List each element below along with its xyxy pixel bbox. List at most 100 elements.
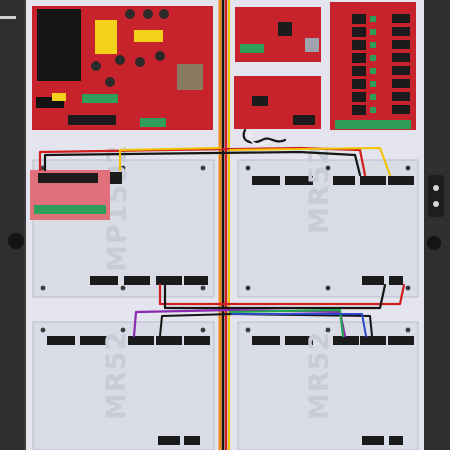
terminal-block — [158, 436, 180, 445]
controller-small-chip — [278, 22, 292, 36]
wire-mid-blue — [231, 313, 367, 337]
relay — [352, 14, 366, 24]
relay — [352, 27, 366, 37]
capacitor — [155, 51, 165, 61]
mounting-hole-right — [427, 236, 441, 250]
interface-board — [234, 76, 321, 129]
wire-upper-black — [43, 150, 362, 177]
terminal-block — [362, 276, 384, 285]
relay-led — [370, 81, 376, 87]
tamper-switch — [428, 175, 444, 217]
capacitor — [105, 77, 115, 87]
capacitor — [115, 55, 125, 65]
power-distribution-board — [30, 170, 122, 220]
relay-terminal — [392, 27, 410, 36]
distribution-terminal-black — [38, 173, 98, 183]
interface-header — [252, 96, 268, 106]
wire-mid-green — [228, 308, 345, 338]
status-display — [36, 97, 64, 108]
terminal-block — [333, 336, 359, 345]
screw — [200, 165, 206, 171]
wire-upper-yellow — [119, 147, 221, 171]
relay-led — [370, 55, 376, 61]
screw — [40, 285, 46, 291]
psu-capacitors — [91, 9, 169, 87]
psu-terminal-left — [68, 115, 116, 125]
relay-led — [370, 107, 376, 113]
terminal-block — [252, 176, 280, 185]
terminal-block — [156, 336, 182, 345]
screw — [200, 285, 206, 291]
screw — [325, 285, 331, 291]
screw — [120, 285, 126, 291]
yellow-transformer — [95, 20, 117, 54]
controller-small-connector — [240, 44, 264, 53]
relay — [352, 40, 366, 50]
relay-led — [370, 68, 376, 74]
terminal-block — [362, 436, 384, 445]
wire-mid-black — [163, 283, 387, 310]
capacitor — [125, 9, 135, 19]
terminal-block — [333, 176, 355, 185]
label-mr52-bottom-left: MR52 — [101, 331, 132, 420]
plate-screws — [40, 165, 411, 333]
terminal-block — [128, 336, 154, 345]
screw — [245, 285, 251, 291]
terminal-block — [156, 276, 182, 285]
terminal-block — [184, 336, 210, 345]
capacitor — [159, 9, 169, 19]
relay-board — [330, 2, 416, 130]
cabinet-right-flange — [424, 0, 450, 450]
wiring-harness — [38, 0, 406, 450]
relay-terminal — [392, 14, 410, 23]
relay-led — [370, 42, 376, 48]
relay — [352, 79, 366, 89]
cabinet-left-flange — [0, 0, 24, 450]
terminal-block — [184, 436, 200, 445]
wire-mid-red — [158, 283, 406, 306]
terminal-block — [252, 336, 280, 345]
terminal-block — [47, 336, 75, 345]
screw — [325, 327, 331, 333]
mounting-hole-left — [8, 233, 24, 249]
screw — [325, 165, 331, 171]
relay-led — [370, 94, 376, 100]
screw — [200, 327, 206, 333]
relay-terminal — [392, 66, 410, 75]
wire-loop-black — [242, 128, 287, 144]
screw — [405, 285, 411, 291]
interface-terminal — [293, 115, 315, 125]
relay — [352, 66, 366, 76]
relay-output-terminal — [335, 120, 411, 129]
relay — [352, 105, 366, 115]
relay-led — [370, 16, 376, 22]
label-mr52-top-right: MR52 — [304, 145, 335, 234]
relay-terminal — [392, 92, 410, 101]
capacitor — [91, 61, 101, 71]
output-transformer — [177, 64, 203, 90]
psu-terminal-right — [140, 118, 166, 127]
screw — [40, 327, 46, 333]
controller-board-small — [235, 7, 321, 62]
relay-array — [352, 14, 410, 115]
terminal-block — [360, 176, 386, 185]
terminal-block — [124, 276, 150, 285]
terminal-block — [388, 176, 414, 185]
screw — [405, 327, 411, 333]
wire-upper-yellow-right — [229, 147, 391, 176]
screw — [120, 327, 126, 333]
terminal-block — [389, 276, 403, 285]
terminal-block — [389, 436, 403, 445]
relay-terminal — [392, 105, 410, 114]
relay-led — [370, 29, 376, 35]
yellow-capacitor — [134, 30, 163, 42]
relay-terminal — [392, 53, 410, 62]
plate-terminals — [47, 176, 414, 445]
relay — [352, 53, 366, 63]
relay-terminal — [392, 40, 410, 49]
terminal-block — [285, 176, 313, 185]
screw — [405, 165, 411, 171]
distribution-terminal-green — [34, 205, 106, 214]
power-supply-board — [32, 6, 213, 130]
